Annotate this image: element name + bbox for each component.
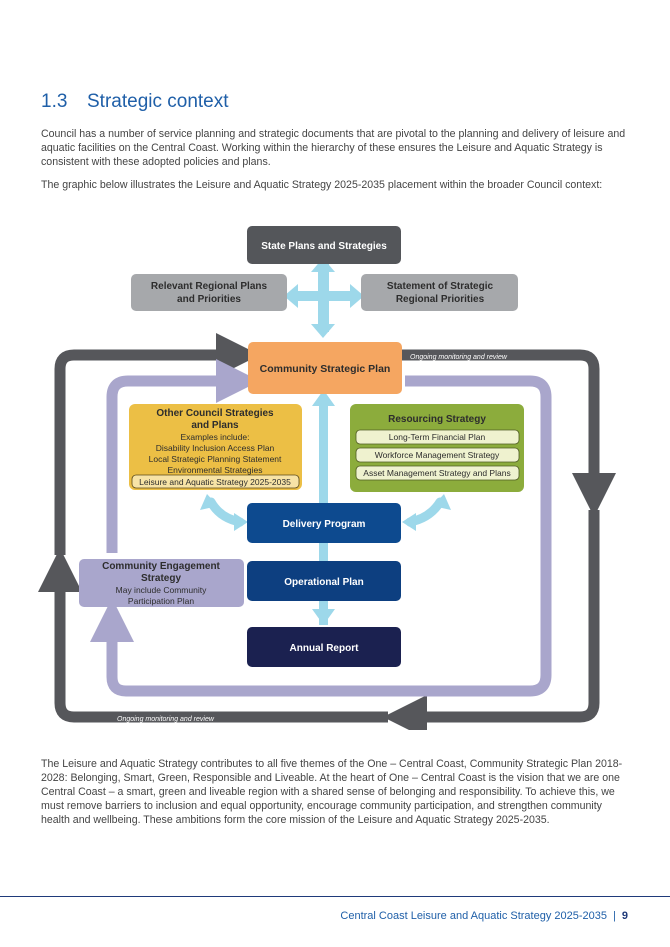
resourcing-delivery-arrowhead-left (402, 513, 416, 531)
inner-loop (90, 375, 552, 697)
community-strategic-plan-label: Community Strategic Plan (260, 363, 391, 375)
other-delivery-arrowhead-right (234, 513, 248, 531)
resourcing-delivery-arrowhead-up (433, 494, 451, 510)
leisure-aquatic-highlight-box (131, 474, 300, 489)
intro-paragraph-1: Council has a number of service planning… (41, 128, 626, 168)
other-strategies-line-4: Environmental Strategies (168, 465, 263, 475)
annual-report-box (247, 627, 401, 667)
community-engagement-title-1: Community Engagement (102, 561, 220, 572)
outer-loop-bottom (383, 510, 600, 730)
strategic-context-diagram: State Plans and Strategies Relevant Regi… (38, 226, 616, 730)
outer-loop-left (38, 548, 388, 723)
outer-loop-top-left (54, 333, 260, 555)
operational-plan-box (247, 561, 401, 601)
regional-plans-label-1: Relevant Regional Plans (151, 281, 268, 292)
state-plans-box (247, 226, 401, 264)
footer-title: Central Coast Leisure and Aquatic Strate… (340, 910, 608, 922)
state-plans-label: State Plans and Strategies (261, 241, 387, 252)
intro-paragraph-2: The graphic below illustrates the Leisur… (41, 179, 603, 191)
regional-plans-box (131, 274, 287, 311)
section-title: Strategic context (87, 91, 229, 112)
statement-box (361, 274, 518, 311)
footer-divider (0, 896, 670, 897)
resourcing-item-3: Asset Management Strategy and Plans (363, 468, 510, 478)
resourcing-strategy-title: Resourcing Strategy (388, 414, 486, 425)
inner-loop-left-upper (106, 359, 260, 553)
community-engagement-title-2: Strategy (141, 573, 181, 584)
other-strategies-line-2: Disability Inclusion Access Plan (156, 443, 275, 453)
delivery-program-label: Delivery Program (283, 519, 366, 530)
resourcing-item-box-3 (355, 465, 520, 481)
resourcing-item-box-2 (355, 447, 520, 463)
other-delivery-arrowhead-up (200, 494, 218, 510)
annual-report-label: Annual Report (290, 643, 360, 654)
footer-separator: | (613, 910, 616, 922)
resourcing-item-1: Long-Term Financial Plan (389, 432, 486, 442)
page-footer: Central Coast Leisure and Aquatic Strate… (340, 910, 628, 922)
leisure-aquatic-highlight-label: Leisure and Aquatic Strategy 2025-2035 (139, 477, 291, 487)
resourcing-item-box-1 (355, 429, 520, 445)
monitoring-label-bottom: Ongoing monitoring and review (117, 716, 215, 723)
operational-plan-label: Operational Plan (284, 577, 363, 588)
page-number: 9 (621, 910, 628, 922)
community-engagement-line-1: May include Community (116, 585, 207, 595)
regional-plans-label-2: and Priorities (177, 294, 241, 305)
other-strategies-title-1: Other Council Strategies (156, 408, 274, 419)
delivery-program-box (247, 503, 401, 543)
community-strategic-plan-box (248, 342, 402, 394)
other-strategies-box (129, 404, 302, 490)
other-strategies-line-1: Examples include: (181, 432, 250, 442)
statement-label-1: Statement of Strategic (387, 281, 494, 292)
community-engagement-line-2: Participation Plan (128, 596, 194, 606)
resourcing-item-2: Workforce Management Strategy (375, 450, 500, 460)
outer-loop-top-right (402, 349, 616, 517)
section-number: 1.3 (41, 91, 68, 112)
other-strategies-line-3: Local Strategic Planning Statement (149, 454, 282, 464)
other-strategies-title-2: and Plans (191, 420, 239, 431)
statement-label-2: Regional Priorities (396, 294, 485, 305)
community-engagement-box (79, 559, 244, 607)
outro-paragraph: The Leisure and Aquatic Strategy contrib… (41, 758, 623, 826)
section-heading: 1.3 Strategic context (41, 91, 229, 113)
monitoring-label-top: Ongoing monitoring and review (410, 354, 508, 361)
